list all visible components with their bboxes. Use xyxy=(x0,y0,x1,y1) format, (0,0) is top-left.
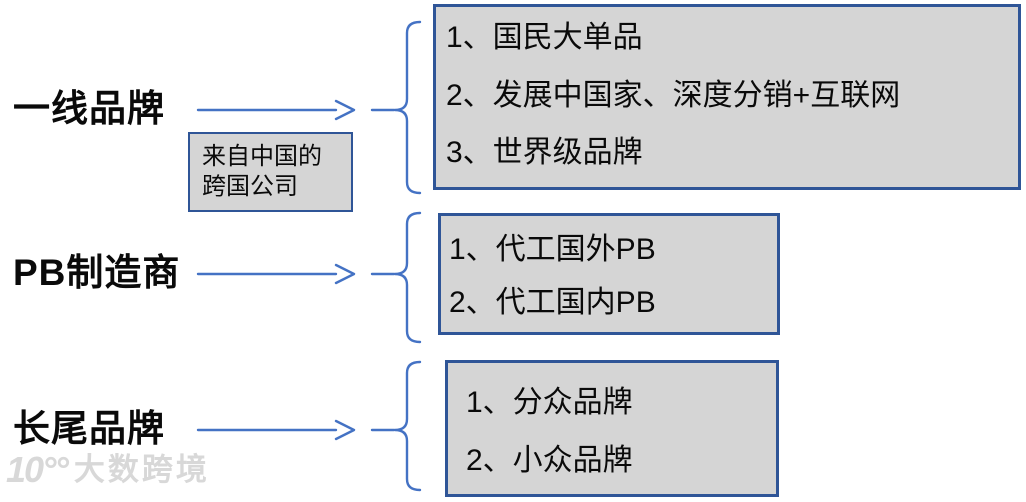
item-box-pb-manufacturer: 1、代工国外PB 2、代工国内PB xyxy=(438,213,780,335)
curly-brace-3 xyxy=(393,360,422,492)
row-label-long-tail-brands: 长尾品牌 xyxy=(13,408,165,449)
list-item: 2、小众品牌 xyxy=(466,444,633,477)
row-label-pb-manufacturer: PB制造商 xyxy=(13,252,181,293)
list-item: 1、分众品牌 xyxy=(466,386,633,419)
annotation-line-1: 来自中国的 xyxy=(202,143,322,170)
annotation-box-china-multinational: 来自中国的 跨国公司 xyxy=(188,132,353,212)
watermark: 10°° 大数跨境 xyxy=(6,450,210,490)
arrowhead-icon-2 xyxy=(334,263,356,285)
item-box-first-tier-brands: 1、国民大单品 2、发展中国家、深度分销+互联网 3、世界级品牌 xyxy=(433,4,1021,190)
list-item: 1、国民大单品 xyxy=(446,21,643,54)
list-item: 1、代工国外PB xyxy=(449,233,656,266)
curly-brace-1 xyxy=(393,20,422,195)
watermark-text: 大数跨境 xyxy=(73,452,210,487)
list-item: 2、发展中国家、深度分销+互联网 xyxy=(446,78,901,112)
item-box-long-tail-brands: 1、分众品牌 2、小众品牌 xyxy=(445,360,779,497)
dashu-kuajing-logo-icon: 10°° xyxy=(6,449,69,490)
annotation-line-2: 跨国公司 xyxy=(202,173,298,200)
curly-brace-2 xyxy=(393,211,422,344)
arrowhead-icon-3 xyxy=(334,419,356,441)
list-item: 3、世界级品牌 xyxy=(446,136,643,169)
list-item: 2、代工国内PB xyxy=(449,286,656,319)
row-label-first-tier-brands: 一线品牌 xyxy=(13,88,165,129)
arrowhead-icon-1 xyxy=(334,99,356,121)
